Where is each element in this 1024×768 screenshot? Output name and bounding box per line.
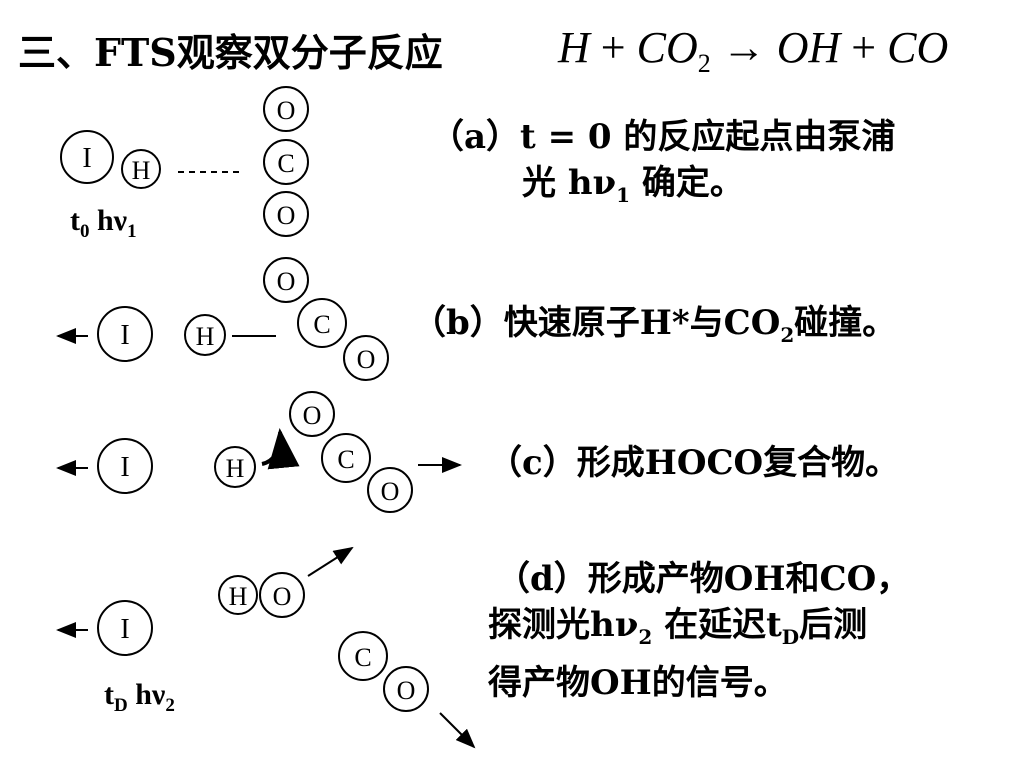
step-b-molecules: I H O C O — [56, 257, 389, 381]
svg-text:H: H — [196, 322, 215, 351]
atom-h-b: H — [184, 314, 226, 356]
svg-text:H: H — [226, 454, 245, 483]
eq-arrow: → — [721, 23, 766, 72]
atom-o-bottom-c: O — [367, 467, 413, 513]
step-a-description: （a）t = 0 的反应起点由泵浦 光 hν1 确定。 — [430, 114, 895, 218]
svg-text:O: O — [303, 401, 322, 430]
atom-o-top-b: O — [263, 257, 309, 303]
atom-i-c: I — [97, 438, 153, 494]
step-c-description: （c）形成HOCO复合物。 — [488, 443, 900, 483]
eq-h: H — [558, 23, 590, 72]
step-d-line3: 得产物OH的信号。 — [488, 662, 788, 703]
atom-o-bottom-a: O — [263, 191, 309, 237]
svg-text:C: C — [313, 310, 330, 339]
step-d-description: （d）形成产物OH和CO， 探测光hν2 在延迟tD后测 得产物OH的信号。 — [488, 556, 911, 706]
atom-c-b: C — [297, 298, 347, 348]
atom-c-a: C — [263, 139, 309, 185]
atom-h-a: H — [121, 149, 161, 189]
svg-text:O: O — [277, 96, 296, 125]
atom-o-top-c: O — [289, 391, 335, 437]
svg-text:O: O — [357, 345, 376, 374]
reaction-equation: H + CO2 → OH + CO — [558, 22, 948, 79]
oh-product-arrow — [307, 546, 354, 577]
time-label-tD: tD hν2 — [104, 678, 175, 716]
step-b-description: （b）快速原子H*与CO2碰撞。 — [412, 303, 897, 347]
atom-i-d: I — [97, 600, 153, 656]
atom-c-c: C — [321, 433, 371, 483]
atom-h-c: H — [214, 446, 256, 488]
svg-text:I: I — [120, 320, 129, 351]
eq-plus-2: + — [851, 23, 877, 72]
svg-text:C: C — [277, 149, 294, 178]
svg-text:O: O — [381, 477, 400, 506]
svg-text:I: I — [120, 614, 129, 645]
co-product-arrow — [439, 712, 476, 749]
step-c-molecules: I H O C O — [56, 391, 462, 513]
svg-text:O: O — [277, 267, 296, 296]
atom-o-co-d: O — [383, 666, 429, 712]
time-label-t0: t0 hν1 — [70, 204, 137, 242]
step-d-molecules: I H O C O — [56, 546, 476, 749]
eq-co: CO — [887, 23, 949, 72]
svg-text:C: C — [337, 445, 354, 474]
atom-c-co-d: C — [338, 631, 388, 681]
eq-oh: OH — [776, 23, 841, 72]
svg-text:O: O — [277, 201, 296, 230]
atom-o-oh-d: O — [259, 572, 305, 618]
svg-text:H: H — [229, 582, 248, 611]
step-d-line1: （d）形成产物OH和CO， — [496, 559, 911, 599]
step-a-molecules: I H O C O — [60, 86, 309, 237]
svg-text:H: H — [132, 156, 151, 185]
svg-text:I: I — [82, 143, 91, 174]
eq-co2: CO — [636, 23, 698, 72]
h-rotation-arrow — [261, 428, 300, 470]
atom-h-d: H — [218, 575, 258, 615]
atom-o-bottom-b: O — [343, 335, 389, 381]
atom-o-top-a: O — [263, 86, 309, 132]
svg-text:O: O — [273, 582, 292, 611]
atom-i-b: I — [97, 306, 153, 362]
svg-text:I: I — [120, 452, 129, 483]
svg-text:C: C — [354, 643, 371, 672]
eq-co2-sub: 2 — [697, 48, 711, 78]
eq-plus-1: + — [600, 23, 626, 72]
svg-text:O: O — [397, 676, 416, 705]
step-a-line2: 光 hν1 确定。 — [522, 163, 744, 207]
slide-title: 三、FTS观察双分子反应 — [18, 30, 443, 75]
step-a-line1: （a）t = 0 的反应起点由泵浦 — [430, 117, 896, 157]
step-d-line2: 探测光hν2 在延迟tD后测 — [488, 605, 868, 649]
atom-i-a: I — [60, 130, 114, 184]
